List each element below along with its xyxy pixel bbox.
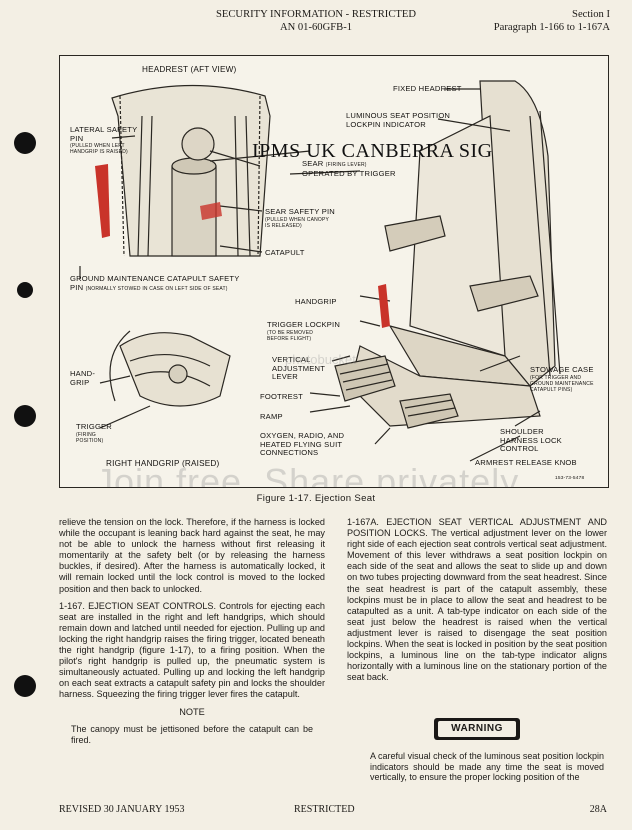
paragraph-range: Paragraph 1-166 to 1-167A [493,22,610,33]
footer-revision: REVISED 30 JANUARY 1953 [59,804,185,815]
label-handgrip-detail: HAND- GRIP [70,369,96,387]
footer-classification: RESTRICTED [294,804,355,815]
seat-rails [529,110,561,377]
label-shoulder-harness: SHOULDER HARNESS LOCK CONTROL [500,427,562,454]
label-lateral-safety-sub: (PULLED WHEN LEFT HANDGRIP IS RAISED) [70,143,128,156]
label-ramp: RAMP [260,412,283,421]
right-column: 1-167A. EJECTION SEAT VERTICAL ADJUSTMEN… [347,517,607,689]
ejection-seat-figure: HEADREST (AFT VIEW) LATERAL SAFETY PIN (… [59,55,609,488]
warning-label: WARNING [438,721,516,737]
binder-hole-lower [14,405,36,427]
label-vertical-line2: ADJUSTMENT [272,363,326,373]
warning-text: A careful visual check of the luminous s… [370,751,604,783]
note-text: The canopy must be jettisoned before the… [71,723,313,745]
headrest-spring-right [257,95,261,257]
label-luminous-line1: LUMINOUS SEAT POSITION [346,111,451,120]
section-label: Section I [572,9,610,20]
lateral-safety-pin-red [95,164,110,238]
label-oxygen-line2: HEATED FLYING SUIT [260,439,343,449]
footrest-left [334,355,396,402]
label-luminous-indicator: LUMINOUS SEAT POSITION LOCKPIN INDICATOR [346,111,451,129]
left-paragraph-2: 1-167. EJECTION SEAT CONTROLS. Controls … [59,600,325,700]
binder-hole-top [14,132,36,154]
label-sear-safety-pin: SEAR SAFETY PIN (PULLED WHEN CANOPY IS R… [265,207,335,229]
left-column: relieve the tension on the lock. Therefo… [59,517,325,746]
figure-ref-number: 153-73-5478 [555,476,585,481]
watermark-join: Join free. Share privately. [95,461,528,488]
sear-mechanism [181,127,215,161]
label-sear-safety-pin-line1: SEAR SAFETY PIN [265,207,335,216]
label-oxygen-line3: CONNECTIONS [260,448,319,458]
label-stowage-sub: (FOR TRIGGER AND GROUND MAINTENANCE CATA… [530,374,594,393]
label-trigger-line1: TRIGGER [76,422,112,431]
label-shoulder-line2: HARNESS LOCK [500,435,562,445]
label-sear-line1: SEAR [302,159,324,168]
binder-hole-middle [17,282,33,298]
sear-safety-pin-red [200,202,222,220]
label-fixed-headrest: FIXED HEADREST [393,84,462,93]
label-sear-safety-pin-sub: (PULLED WHEN CANOPY IS RELEASED) [265,216,329,229]
label-oxygen-line1: OXYGEN, RADIO, AND [260,431,345,440]
label-trigger-sub: (FIRING POSITION) [76,431,104,444]
page-header-right: Section I Paragraph 1-166 to 1-167A [494,8,610,34]
note-title: NOTE [179,706,205,717]
label-sear-sub: (FIRING LEVER) [325,162,367,168]
label-grip: GRIP [70,377,90,387]
label-trigger-lockpin-line1: TRIGGER LOCKPIN [267,320,341,329]
label-lateral-safety: LATERAL SAFETY PIN (PULLED WHEN LEFT HAN… [70,125,150,156]
left-armrest [384,215,446,252]
label-trigger-lockpin-sub: (TO BE REMOVED BEFORE FLIGHT) [267,329,314,342]
label-ground-pin-sub: (NORMALLY STOWED IN CASE ON LEFT SIDE OF… [85,285,228,292]
label-trigger: TRIGGER (FIRING POSITION) [76,422,116,444]
binder-hole-bottom [14,675,36,697]
page-header-center: SECURITY INFORMATION - RESTRICTED AN 01-… [0,8,632,34]
label-sear: SEAR (FIRING LEVER) OPERATED BY TRIGGER [302,159,396,178]
ejection-seat-illustration [79,80,561,462]
headrest-frame-left [137,115,153,257]
label-shoulder-line3: CONTROL [500,444,539,454]
label-vertical-adjustment: VERTICAL ADJUSTMENT LEVER [272,355,326,382]
right-paragraph-1: 1-167A. EJECTION SEAT VERTICAL ADJUSTMEN… [347,517,607,683]
label-right-handgrip: RIGHT HANDGRIP (RAISED) [106,459,220,468]
headrest-spring-left [119,95,125,257]
watermark-club: IPMS UK CANBERRA SIG [252,140,493,162]
headrest-frame-right [234,115,251,257]
label-trigger-lockpin: TRIGGER LOCKPIN (TO BE REMOVED BEFORE FL… [267,320,341,342]
label-shoulder-line1: SHOULDER [500,427,544,436]
handgrip-arc [109,330,131,402]
footrest-right [399,393,459,429]
label-stowage-line1: STOWAGE CASE [530,365,594,374]
trigger-lockpin-red [378,284,390,328]
watermark-site: photobucket [285,352,356,367]
label-ground-pin: GROUND MAINTENANCE CATAPULT SAFETY PIN (… [70,274,240,293]
label-headrest-aft: HEADREST (AFT VIEW) [142,65,237,74]
catapult-top [171,157,217,175]
security-classification: SECURITY INFORMATION - RESTRICTED [215,9,416,20]
label-footrest: FOOTREST [260,392,303,401]
right-armrest [469,275,539,312]
label-oxygen-connections: OXYGEN, RADIO, AND HEATED FLYING SUIT CO… [260,431,345,458]
label-sear-line2: OPERATED BY TRIGGER [302,168,396,178]
figure-caption: Figure 1-17. Ejection Seat [256,493,376,504]
label-lateral-safety-line2: PIN [70,133,84,143]
label-handgrip: HANDGRIP [295,297,337,306]
label-luminous-line2: LOCKPIN INDICATOR [346,119,426,129]
manual-number: AN 01-60GFB-1 [279,22,353,33]
label-vertical-line1: VERTICAL [272,355,311,364]
label-hand: HAND- [70,369,96,378]
label-lateral-safety-line1: LATERAL SAFETY [70,125,138,134]
label-stowage-case: STOWAGE CASE (FOR TRIGGER AND GROUND MAI… [530,365,606,393]
label-vertical-line3: LEVER [272,372,298,382]
footer-page-number: 28A [589,804,607,815]
label-ground-pin-line2: PIN [70,282,84,292]
warning-box: WARNING [434,718,520,740]
label-armrest-release: ARMREST RELEASE KNOB [475,458,577,467]
left-paragraph-1: relieve the tension on the lock. Therefo… [59,517,325,594]
label-ground-pin-line1: GROUND MAINTENANCE CATAPULT SAFETY [70,274,240,283]
label-catapult: CATAPULT [265,248,305,257]
